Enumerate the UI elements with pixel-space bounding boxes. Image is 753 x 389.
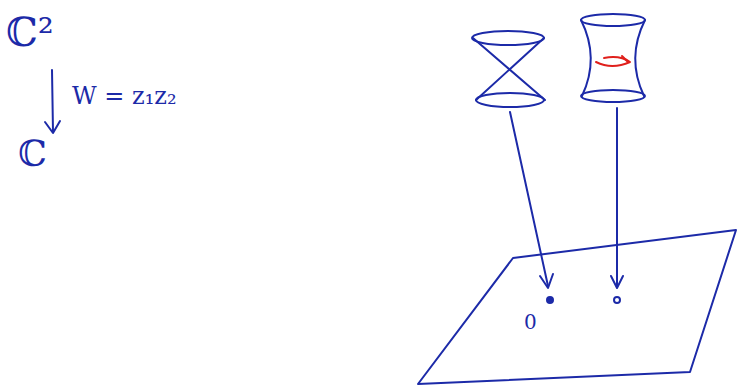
map-arrow [45,70,60,133]
base-label: ℂ [18,136,47,172]
base-plane [418,230,736,384]
space-label: ℂ² [6,12,54,52]
origin-point [547,297,553,303]
regular-point [614,297,620,303]
projection-arrow [510,108,623,288]
smooth-fibre-hyperboloid [581,14,645,102]
map-formula: W = z₁z₂ [72,84,177,108]
origin-label: 0 [524,312,537,332]
singular-fibre-cone [472,31,545,107]
